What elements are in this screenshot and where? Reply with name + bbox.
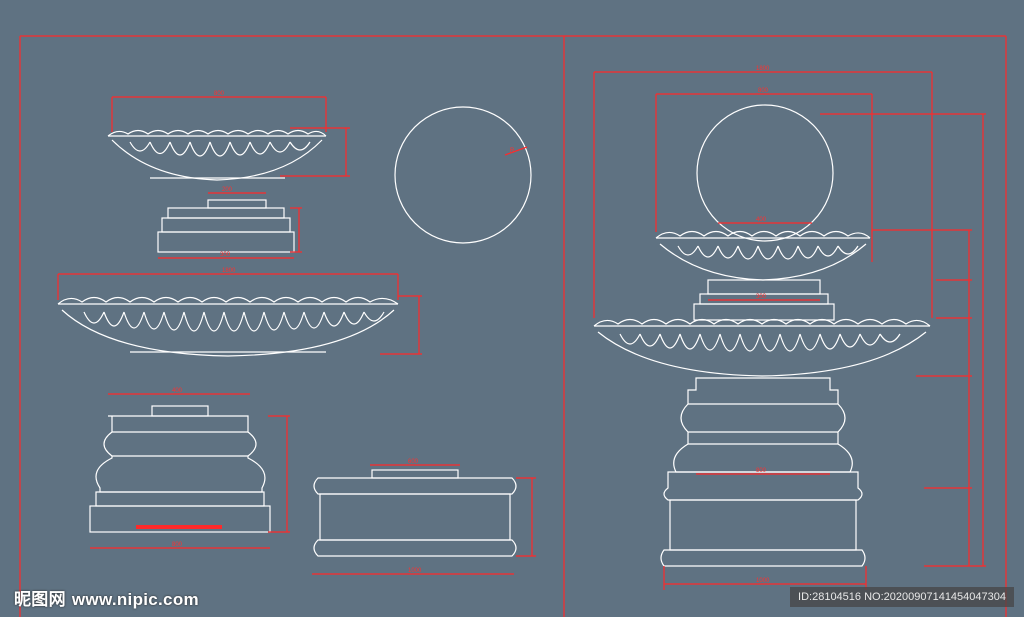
small-bowl-petals xyxy=(129,141,311,157)
pedestal: 400 800 xyxy=(89,388,290,549)
dim-small-base-top: 200 xyxy=(222,187,233,193)
dim-plinth-width: 1000 xyxy=(408,568,422,574)
dim-pedestal-top: 400 xyxy=(172,388,183,394)
dim-large-bowl-width: 1800 xyxy=(222,268,236,274)
large-lotus-bowl xyxy=(57,296,399,357)
dim-assembly-sphere-base: 400 xyxy=(756,217,767,223)
image-id-text: ID:28104516 NO:20200907141454047304 xyxy=(798,591,1006,603)
pedestal-red-mark xyxy=(136,525,222,529)
dim-assembly-base: 1000 xyxy=(756,578,770,584)
large-bowl-dimensions: 1800 xyxy=(57,268,422,355)
small-bowl-dimensions: 800 xyxy=(111,91,350,177)
assembly-dimensions: 1800 800 400 300 800 1000 xyxy=(593,66,986,590)
dim-assembly-inner: 800 xyxy=(758,88,769,94)
plinth: 600 1000 xyxy=(312,459,536,575)
dim-pedestal-width: 800 xyxy=(172,542,183,548)
small-base: 200 300 xyxy=(157,187,302,259)
dim-assembly-body: 800 xyxy=(756,468,767,474)
watermark-site-url: www.nipic.com xyxy=(71,590,199,609)
dim-assembly-neck: 300 xyxy=(756,294,767,300)
dim-top-bowl-width: 800 xyxy=(214,91,225,97)
dim-small-base-width: 300 xyxy=(220,252,231,258)
small-lotus-bowl xyxy=(107,129,327,181)
dim-plinth-top: 600 xyxy=(408,459,419,465)
watermark-site-name: 昵图网 xyxy=(14,590,66,610)
large-bowl-petals xyxy=(83,311,385,332)
site-watermark: 昵图网 www.nipic.com xyxy=(14,585,199,610)
image-id-badge: ID:28104516 NO:20200907141454047304 xyxy=(790,587,1014,607)
drawing-frame xyxy=(19,35,1007,617)
fountain-assembly xyxy=(593,104,931,567)
sphere-ball: R xyxy=(394,106,532,244)
dim-sphere-radius: R xyxy=(510,148,515,154)
dim-assembly-total: 1800 xyxy=(756,66,770,72)
